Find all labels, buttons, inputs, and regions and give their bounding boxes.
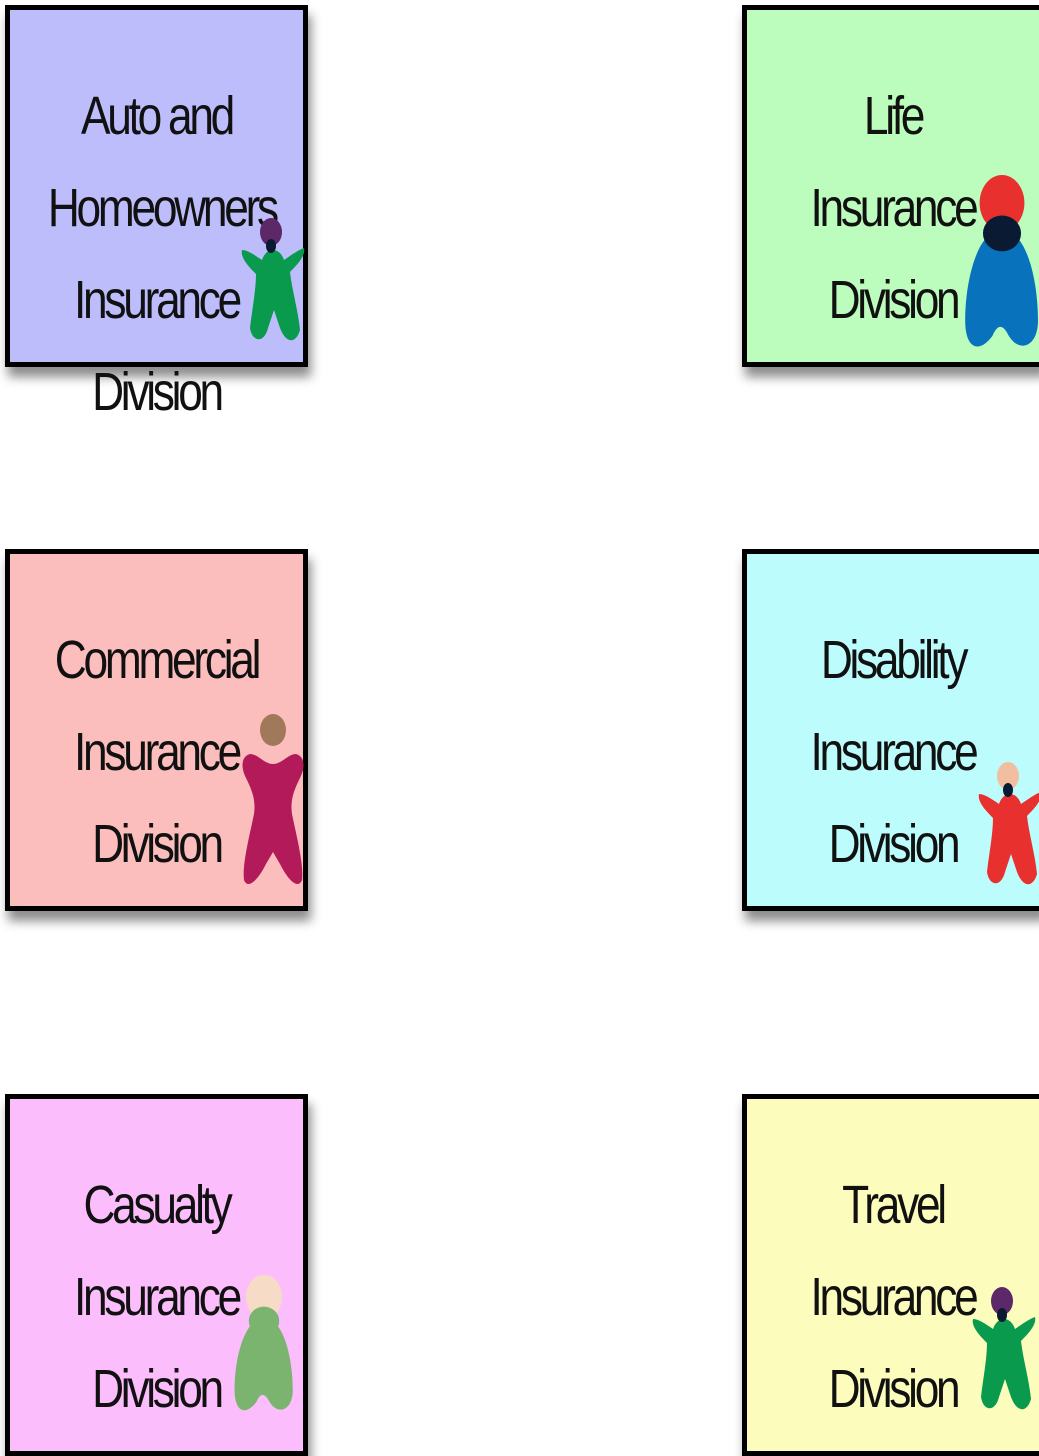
division-title-line-1: Auto and Homeowners xyxy=(47,86,279,238)
division-title-line-2: Division xyxy=(828,1359,961,1419)
division-title-line-2: Division xyxy=(828,814,961,874)
person-body xyxy=(242,754,304,885)
person-head xyxy=(246,1274,282,1320)
person-icon xyxy=(965,175,1038,347)
division-card-disability: Disability Insurance Division xyxy=(742,549,1039,911)
person-head xyxy=(260,218,282,246)
person-body xyxy=(978,792,1039,885)
division-title: Travel Insurance Division xyxy=(773,1159,1012,1435)
division-card-casualty: Casualty Insurance Division xyxy=(5,1094,308,1456)
person-neck xyxy=(997,1308,1007,1322)
person-neck xyxy=(248,1306,280,1336)
division-card-auto-homeowners: Auto and Homeowners Insurance Division xyxy=(5,5,308,422)
division-card-commercial: Commercial Insurance Division xyxy=(5,549,308,911)
division-title: Auto and Homeowners Insurance Division xyxy=(36,70,279,438)
division-title: Disability Insurance Division xyxy=(773,614,1012,890)
person-head xyxy=(979,175,1025,231)
division-title: Commercial Insurance Division xyxy=(36,614,276,890)
division-title-line-1: Casualty Insurance xyxy=(74,1175,242,1327)
person-icon xyxy=(242,714,304,885)
person-neck xyxy=(1003,783,1013,797)
person-body xyxy=(965,229,1038,347)
person-icon xyxy=(978,762,1039,885)
person-body xyxy=(234,1318,293,1411)
person-neck xyxy=(266,239,276,253)
person-icon xyxy=(241,218,305,341)
division-title-line-2: Division xyxy=(92,814,224,874)
division-title-line-2: Insurance Division xyxy=(74,270,242,422)
division-title-line-2: Division xyxy=(92,1359,224,1419)
division-title-line-1: Disability Insurance xyxy=(810,630,979,782)
person-head xyxy=(991,1287,1013,1315)
division-card-travel: Travel Insurance Division xyxy=(742,1094,1039,1456)
person-icon xyxy=(972,1287,1036,1410)
division-title: Casualty Insurance Division xyxy=(36,1159,276,1435)
division-title: Life Insurance Division xyxy=(773,70,1012,346)
division-title-line-1: Commercial Insurance xyxy=(54,630,262,782)
person-icon xyxy=(234,1274,293,1411)
division-title-line-1: Travel Insurance xyxy=(810,1175,979,1327)
division-card-life: Life Insurance Division xyxy=(742,5,1039,367)
person-head xyxy=(997,762,1019,790)
division-title-line-1: Life Insurance Division xyxy=(810,86,979,330)
person-body xyxy=(241,248,305,341)
person-body xyxy=(972,1317,1036,1410)
person-neck xyxy=(982,215,1022,252)
person-head xyxy=(260,714,286,746)
